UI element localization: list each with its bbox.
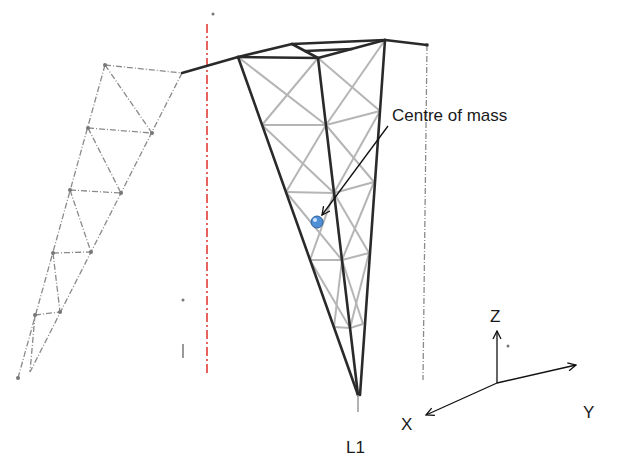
truss-joint xyxy=(182,299,185,302)
main-truss-braces xyxy=(310,259,342,261)
main-truss-chords xyxy=(318,58,358,395)
truss-joint xyxy=(150,131,154,135)
main-truss-braces xyxy=(350,324,363,328)
main-truss-chords xyxy=(238,57,318,58)
left-truss xyxy=(53,253,60,312)
truss-joint xyxy=(68,188,72,192)
axis-triad xyxy=(497,365,576,383)
support-stub xyxy=(357,395,359,412)
main-truss-braces xyxy=(342,253,369,260)
axis-label: X xyxy=(401,415,412,435)
truss-joint xyxy=(86,126,90,130)
left-truss xyxy=(18,65,182,378)
axis-triad xyxy=(496,331,497,383)
main-truss-chords xyxy=(238,57,358,395)
right-member xyxy=(423,45,427,380)
left-truss xyxy=(88,128,121,193)
main-truss-braces xyxy=(334,111,380,193)
main-truss-braces xyxy=(262,58,318,125)
left-truss xyxy=(30,315,35,372)
main-truss-braces xyxy=(262,124,326,126)
truss-joint xyxy=(507,345,510,348)
main-truss-braces xyxy=(286,192,334,193)
main-truss-chords xyxy=(292,40,385,44)
main-truss-braces xyxy=(334,327,350,328)
member-label: L1 xyxy=(346,438,365,458)
main-truss-braces xyxy=(286,192,342,260)
truss-joint xyxy=(33,313,37,317)
truss-joint xyxy=(58,310,62,314)
axis-triad xyxy=(426,383,497,415)
truss-joint xyxy=(51,251,55,255)
truss-joint xyxy=(103,63,107,67)
main-truss-chords xyxy=(182,40,427,395)
small-member xyxy=(182,344,184,358)
truss-joint xyxy=(119,191,123,195)
truss-joint xyxy=(16,13,510,381)
axis-label: Y xyxy=(583,403,594,423)
main-truss-braces xyxy=(334,260,342,327)
main-truss-chords xyxy=(360,40,385,395)
symmetry-axis xyxy=(206,24,208,376)
axis-triad xyxy=(426,331,576,415)
main-truss-braces xyxy=(262,125,334,193)
left-truss xyxy=(105,65,182,73)
axis-label: Z xyxy=(490,307,500,327)
left-truss xyxy=(70,190,91,252)
callout-label: Centre of mass xyxy=(392,106,507,126)
centre-of-mass-marker xyxy=(313,218,317,222)
main-truss-chords xyxy=(238,44,292,57)
left-truss xyxy=(18,65,105,378)
main-truss-braces xyxy=(286,125,326,192)
centre-of-mass-marker xyxy=(311,216,323,228)
truss-joint xyxy=(89,250,93,254)
centre-of-mass-marker xyxy=(311,216,323,228)
main-truss-chords xyxy=(182,57,238,73)
left-truss xyxy=(53,252,91,253)
main-truss-chords xyxy=(305,49,352,51)
truss-joint xyxy=(16,376,20,380)
left-truss xyxy=(105,65,152,133)
truss-joint xyxy=(212,13,215,16)
main-truss-braces xyxy=(318,58,380,111)
left-truss xyxy=(30,73,182,372)
leader-line xyxy=(322,126,388,215)
left-truss xyxy=(70,190,121,193)
left-truss xyxy=(88,128,152,133)
main-truss-chords xyxy=(385,40,427,45)
main-truss-braces xyxy=(238,40,385,328)
left-truss xyxy=(35,312,60,315)
